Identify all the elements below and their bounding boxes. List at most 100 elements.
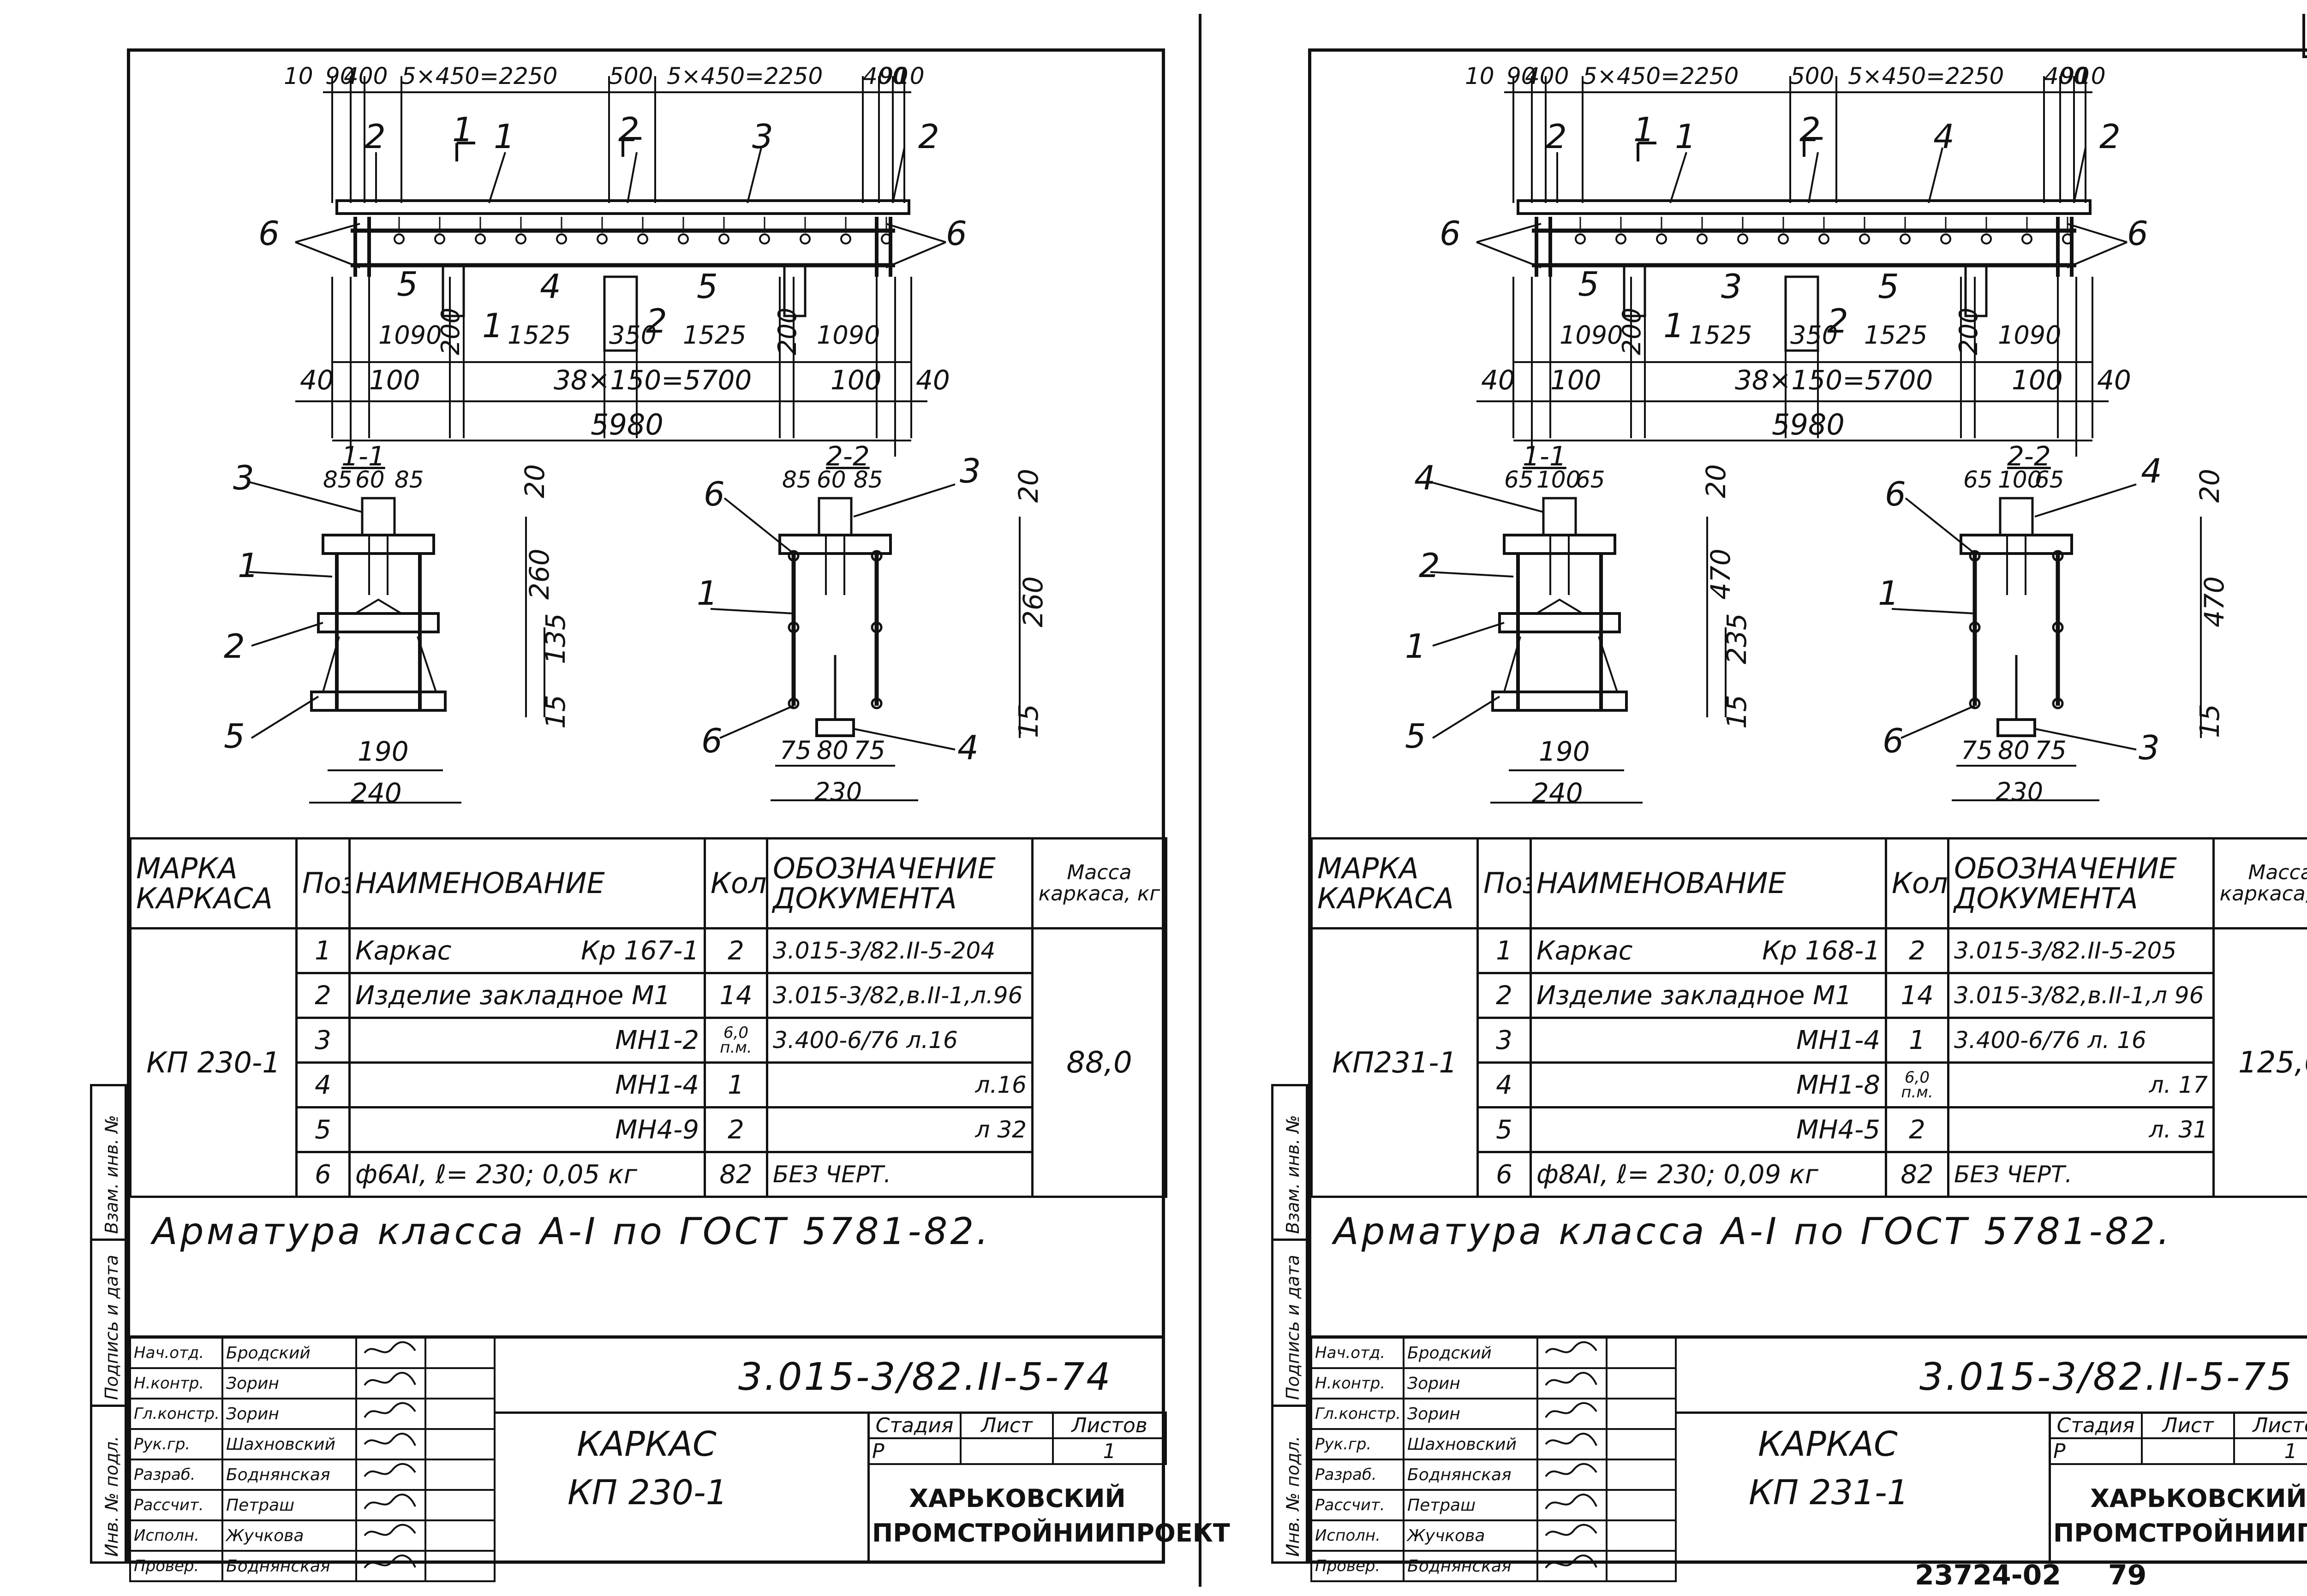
callout-number: 5 <box>1405 717 1426 756</box>
sidebar-label: Подпись и дата <box>1283 1255 1303 1400</box>
signature-mark <box>1536 1337 1608 1369</box>
row-quantity: 2 <box>704 927 768 974</box>
row-position: 6 <box>1476 1151 1532 1198</box>
signature-mark <box>1536 1367 1608 1399</box>
signature-row: Н.контр.Зорин <box>1310 1367 1677 1399</box>
handwritten-signature <box>364 1554 416 1569</box>
signature-row: Нач.отд.Бродский <box>129 1337 496 1369</box>
title-block-vertical <box>2049 1411 2051 1564</box>
row-name-right: МН4-5 <box>1796 1114 1880 1145</box>
signature-role: Исполн. <box>1310 1519 1405 1552</box>
signature-name: Зорин <box>221 1398 357 1430</box>
dimension-label: 85 <box>782 466 812 493</box>
handwritten-signature <box>1545 1402 1597 1418</box>
signature-name: Бродский <box>1403 1337 1538 1369</box>
row-quantity: 1 <box>1885 1017 1949 1064</box>
signature-name: Зорин <box>221 1367 357 1399</box>
header-mark: МАРКА КАРКАСА <box>1310 837 1479 929</box>
signature-mark <box>355 1398 426 1430</box>
callout-number: 6 <box>704 475 725 513</box>
dimension-label: 100 <box>2012 364 2063 396</box>
dimension-label: 20 <box>1013 469 1044 503</box>
sheets-header: Листов <box>1052 1411 1167 1439</box>
dimension-label: 15 <box>1013 704 1044 738</box>
callout-number: 1 <box>1405 627 1426 666</box>
signature-name: Шахновский <box>221 1428 357 1460</box>
row-name-wrap: МН1-4 <box>355 1070 699 1100</box>
row-name-right: Кр 168-1 <box>1762 935 1880 966</box>
signature-date <box>1606 1519 1677 1552</box>
sidebar-label: Подпись и дата <box>102 1255 122 1400</box>
sheet-frame <box>127 48 1165 1564</box>
drawing-code: 3.015-3/82.ӀӀ-5-74 <box>738 1355 1112 1399</box>
dimension-label: 1090 <box>817 321 880 350</box>
frame-mark: КП 230-1 <box>129 927 298 1198</box>
dimension-label: 200 <box>436 307 465 355</box>
row-name: МН1-2 <box>348 1017 706 1064</box>
signature-role: Нач.отд. <box>1310 1337 1405 1369</box>
organization-line2: ПРОМСТРОЙНИИПРОЕКТ <box>2053 1519 2307 1548</box>
row-name: МН1-4 <box>1530 1017 1887 1064</box>
callout-number: 4 <box>2141 452 2162 490</box>
row-name-wrap: МН4-5 <box>1536 1115 1880 1145</box>
row-name-left: Каркас <box>355 935 452 966</box>
row-document: 3.400-6/76 л. 16 <box>1947 1017 2215 1064</box>
signature-row: Разраб.Боднянская <box>1310 1459 1677 1491</box>
signature-mark <box>1536 1459 1608 1491</box>
dimension-label: 38×150=5700 <box>554 364 752 396</box>
overall-length: 5980 <box>591 408 663 441</box>
sheet-header: Лист <box>960 1411 1054 1439</box>
dimension-label: 80 <box>1998 736 2030 765</box>
dimension-label: 5×450=2250 <box>1848 63 2004 89</box>
dimension-label: 100 <box>1998 466 2042 493</box>
row-name-wrap: ф8АI, ℓ= 230; 0,09 кг <box>1536 1160 1880 1190</box>
signature-row: Рук.гр.Шахновский <box>1310 1428 1677 1460</box>
row-name: ф8АI, ℓ= 230; 0,09 кг <box>1530 1151 1887 1198</box>
dimension-label: 135 <box>540 613 571 664</box>
frame-mass: 88,0 <box>1031 927 1167 1198</box>
header-mass: Масса каркаса, кг <box>1031 837 1167 929</box>
signature-mark <box>355 1489 426 1521</box>
row-name: МН1-4 <box>348 1061 706 1108</box>
sidebar-label: Взам. инв. № <box>1283 1114 1303 1234</box>
header-document: ОБОЗНАЧЕНИЕ ДОКУМЕНТА <box>766 837 1034 929</box>
archive-number: 23724-02 79 <box>1915 1561 2146 1589</box>
callout-number: 6 <box>2127 214 2148 253</box>
row-name-right: МН4-9 <box>615 1114 699 1145</box>
dimension-label: 15 <box>540 695 571 729</box>
dimension-label: 260 <box>524 548 555 600</box>
dimension-label: 1090 <box>378 321 442 350</box>
drawing-code: 3.015-3/82.ӀӀ-5-75 <box>1919 1355 2294 1399</box>
row-document: л.16 <box>766 1061 1034 1108</box>
signature-role: Исполн. <box>129 1519 223 1552</box>
row-document: л. 17 <box>1947 1061 2215 1108</box>
signature-mark <box>355 1337 426 1369</box>
row-document: 3.400-6/76 л.16 <box>766 1017 1034 1064</box>
handwritten-signature <box>1545 1463 1597 1477</box>
callout-number: 6 <box>701 721 723 760</box>
handwritten-signature <box>364 1463 416 1477</box>
row-name: Изделие закладное М1 <box>348 972 706 1019</box>
row-quantity: 2 <box>1885 1106 1949 1153</box>
row-name: МН4-9 <box>348 1106 706 1153</box>
signature-name: Шахновский <box>1403 1428 1538 1460</box>
dimension-label: 65 <box>1576 466 1605 493</box>
dimension-label: 20 <box>1700 464 1732 498</box>
header-document: ОБОЗНАЧЕНИЕ ДОКУМЕНТА <box>1947 837 2215 929</box>
title-block-top-line <box>1310 1335 2307 1339</box>
archive-code: 23724-02 <box>1915 1559 2062 1591</box>
callout-number: 4 <box>1933 117 1954 156</box>
sidebar-label: Инв. № подл. <box>1283 1435 1303 1557</box>
dimension-label: 400 <box>1525 63 1569 89</box>
signature-row: Гл.констр.Зорин <box>1310 1398 1677 1430</box>
signature-row: Рук.гр.Шахновский <box>129 1428 496 1460</box>
dimension-label: 75 <box>2035 736 2067 765</box>
signature-mark <box>355 1367 426 1399</box>
